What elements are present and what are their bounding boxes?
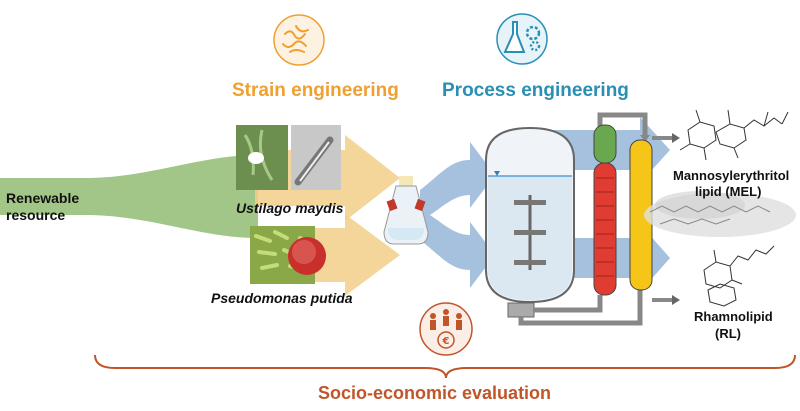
rl-label-line1: Rhamnolipid: [694, 309, 773, 324]
mel-label-line1: Mannosylerythritol: [673, 168, 790, 183]
people-euro-icon: €: [419, 302, 473, 356]
downstream-columns: [593, 112, 680, 305]
mel-label-line2: lipid (MEL): [695, 184, 762, 199]
shake-flask-icon: [383, 176, 429, 245]
ustilago-maydis-label: Ustilago maydis: [236, 200, 344, 216]
microorganisms-icon: [273, 14, 325, 66]
pseudomonas-putida-label: Pseudomonas putida: [211, 290, 353, 306]
rl-molecule-structure: [703, 245, 775, 307]
process-engineering-title: Process engineering: [442, 80, 629, 101]
strain-engineering-title: Strain engineering: [232, 80, 399, 101]
rl-label-line2: (RL): [715, 326, 741, 341]
renewable-resource-label-line2: resource: [6, 207, 66, 223]
renewable-resource-label-line1: Renewable: [6, 190, 80, 206]
process-flow-split: [420, 142, 495, 288]
lipid-cloud-image: [644, 191, 796, 237]
mel-molecule-structure: [679, 109, 789, 161]
ustilago-maydis-images: [236, 125, 341, 190]
svg-text:€: €: [442, 336, 450, 347]
socio-economic-title: Socio-economic evaluation: [318, 383, 552, 403]
socio-economic-bracket: [94, 354, 796, 379]
renewable-resource-flow: [0, 155, 258, 238]
flask-gears-icon: [496, 13, 548, 65]
pseudomonas-putida-images: [250, 226, 326, 284]
bioreactor-icon: [485, 126, 643, 326]
